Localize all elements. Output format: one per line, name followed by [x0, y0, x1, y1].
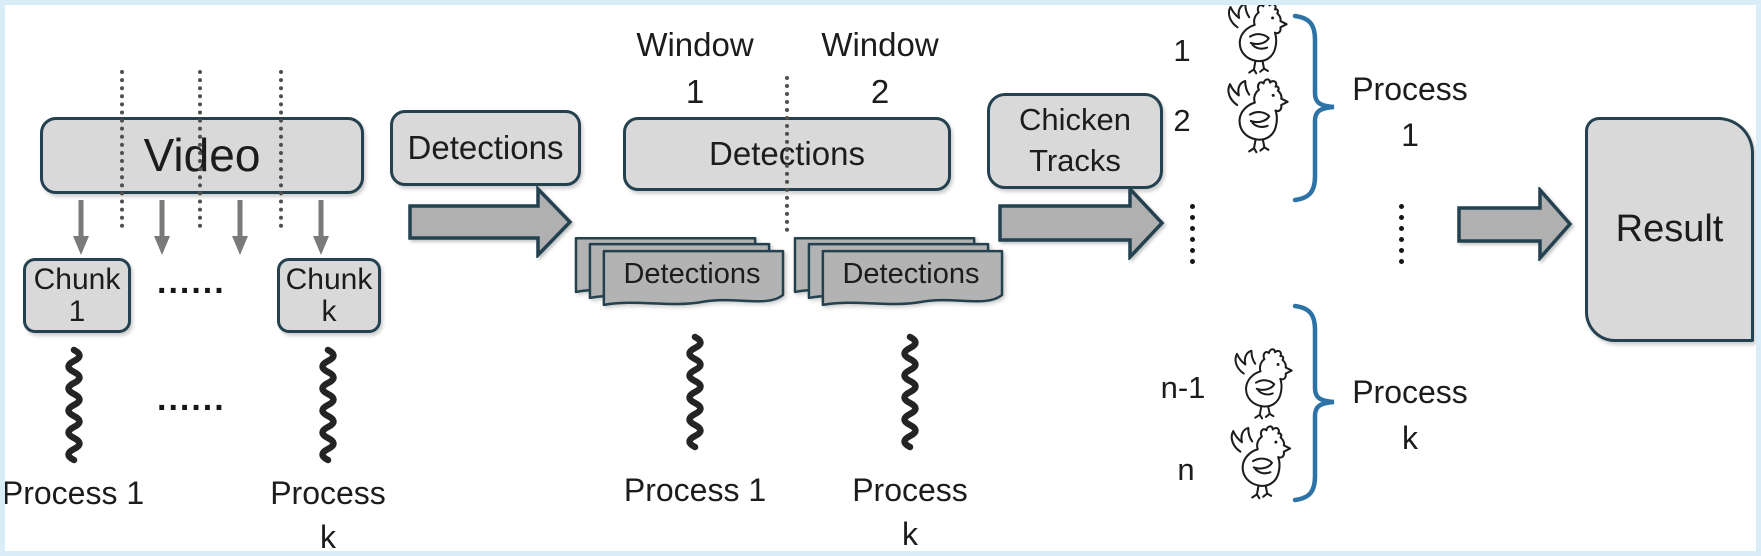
flow-arrow-icon	[1457, 187, 1573, 261]
process-k-right-line1: Process	[1352, 374, 1468, 410]
chicken-tracks-line1: Chicken	[1019, 102, 1131, 138]
result-box: Result	[1585, 117, 1754, 342]
video-cut-dotted-line	[279, 70, 283, 228]
chunk-1-box: Chunk 1	[23, 258, 131, 333]
chunk-1-line1: Chunk	[33, 263, 121, 296]
process-1-right-line1: Process	[1352, 71, 1468, 107]
process-k-left-line1: Process	[270, 475, 386, 511]
track-number-n-1: n-1	[1160, 370, 1206, 405]
down-arrow-icon	[72, 198, 90, 256]
process-squiggle-icon	[681, 333, 709, 453]
window-2-label: Window 2	[805, 21, 955, 115]
detections-transfer-box: Detections	[390, 110, 581, 186]
process-squiggle-icon	[60, 346, 88, 466]
chunk-k-line1: Chunk	[285, 263, 373, 296]
detections-stack-1-label: Detections	[623, 258, 761, 290]
window-1-line1: Window	[636, 26, 754, 63]
chicken-tracks-line2: Tracks	[1029, 143, 1121, 178]
flow-arrow-icon	[408, 186, 573, 258]
process-1-right-line2: 1	[1401, 117, 1419, 153]
chicken-icon	[1217, 347, 1295, 423]
detections-transfer-label: Detections	[407, 128, 564, 166]
process-k-label-left: Process k	[256, 471, 400, 556]
process-squiggle-icon	[314, 346, 342, 466]
flow-arrow-icon	[998, 186, 1165, 260]
window-2-line1: Window	[821, 26, 939, 63]
track-number-n: n	[1177, 452, 1195, 487]
window-cut-dotted-line	[785, 76, 789, 232]
down-arrow-icon	[312, 198, 330, 256]
down-arrow-icon	[231, 198, 249, 256]
window-1-line2: 1	[685, 73, 705, 110]
chunk-1-line2: 1	[68, 294, 86, 328]
window-2-line2: 2	[870, 73, 890, 110]
process-k-mid-line1: Process	[852, 472, 968, 508]
group-brace-icon	[1292, 13, 1335, 203]
window-1-label: Window 1	[620, 21, 770, 115]
process-squiggle-icon	[896, 333, 924, 453]
video-cut-dotted-line	[198, 70, 202, 228]
video-cut-dotted-line	[120, 70, 124, 228]
chicken-icon	[1210, 0, 1290, 78]
chicken-icon	[1213, 424, 1293, 503]
process-k-right-line2: k	[1402, 420, 1418, 456]
vertical-ellipsis	[1190, 204, 1195, 264]
process-ellipsis: ......	[157, 380, 226, 418]
group-brace-icon	[1292, 303, 1335, 503]
result-box-label: Result	[1615, 207, 1724, 250]
down-arrow-icon	[153, 198, 171, 256]
process-k-mid-line2: k	[902, 516, 918, 552]
chicken-icon	[1210, 77, 1290, 157]
process-k-label-right: Process k	[1340, 369, 1480, 461]
video-box: Video	[40, 117, 364, 194]
process-1-label-left: Process 1	[1, 475, 145, 511]
process-1-label-right: Process 1	[1340, 66, 1480, 158]
track-number-2: 2	[1173, 103, 1191, 138]
chunk-k-line2: k	[321, 294, 337, 328]
vertical-ellipsis	[1399, 204, 1404, 264]
process-k-left-line2: k	[320, 519, 336, 555]
process-1-label-mid: Process 1	[623, 472, 767, 508]
track-number-1: 1	[1173, 33, 1191, 68]
process-k-label-mid: Process k	[830, 468, 990, 556]
chunk-ellipsis: ......	[157, 263, 226, 301]
chunk-k-box: Chunk k	[277, 258, 381, 333]
chicken-tracks-box: Chicken Tracks	[987, 93, 1163, 189]
detections-stack-2-label: Detections	[842, 258, 980, 290]
